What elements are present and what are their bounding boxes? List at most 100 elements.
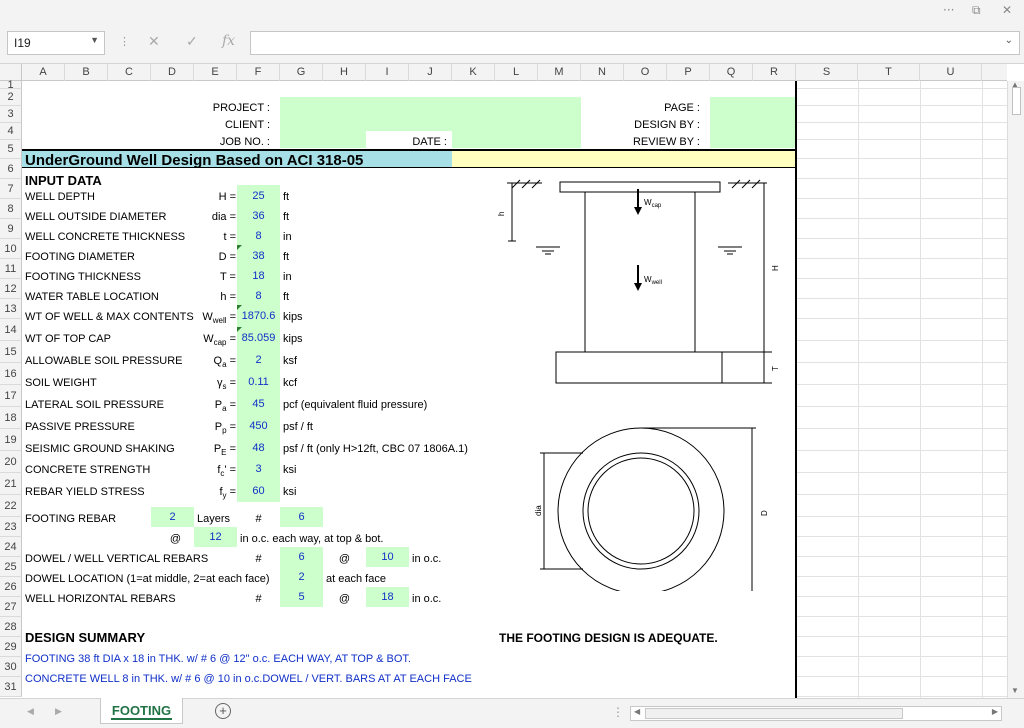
row-header[interactable]: 31 — [0, 677, 22, 697]
input-value[interactable]: 60 — [237, 480, 280, 502]
row-header[interactable]: 13 — [0, 299, 22, 319]
column-header[interactable]: B — [65, 64, 108, 81]
page-design-review-input[interactable] — [710, 97, 795, 148]
close-icon[interactable]: ✕ — [1002, 3, 1013, 17]
input-value[interactable]: 38 — [237, 245, 280, 267]
chevron-down-icon[interactable]: ▼ — [90, 35, 99, 45]
row-header[interactable]: 23 — [0, 517, 22, 537]
row-header[interactable]: 20 — [0, 451, 22, 473]
column-header[interactable]: T — [858, 64, 920, 81]
row-header[interactable]: 8 — [0, 199, 22, 219]
prev-sheet-icon[interactable]: ◀ — [27, 706, 34, 716]
restore-icon[interactable]: ⧉ — [972, 3, 981, 17]
input-value[interactable]: 2 — [237, 349, 280, 371]
column-header[interactable]: K — [452, 64, 495, 81]
column-header[interactable]: F — [237, 64, 280, 81]
column-header[interactable]: P — [667, 64, 710, 81]
project-client-input[interactable] — [280, 97, 581, 131]
input-value[interactable]: 45 — [237, 393, 280, 415]
worksheet-grid[interactable]: PROJECT : CLIENT : JOB NO. : DATE : PAGE… — [22, 81, 1007, 698]
cancel-icon[interactable]: ✕ — [148, 33, 160, 49]
row-header[interactable]: 4 — [0, 123, 22, 140]
input-value[interactable]: 36 — [237, 205, 280, 227]
column-header[interactable]: O — [624, 64, 667, 81]
column-header[interactable]: C — [108, 64, 151, 81]
input-value[interactable]: 18 — [237, 265, 280, 287]
column-header[interactable]: J — [409, 64, 452, 81]
row-header[interactable]: 5 — [0, 140, 22, 159]
row-header[interactable]: 27 — [0, 597, 22, 617]
footing-rebar-spacing[interactable]: 12 — [194, 527, 237, 547]
row-header[interactable]: 12 — [0, 279, 22, 299]
add-sheet-icon[interactable]: + — [215, 703, 231, 719]
row-header[interactable]: 28 — [0, 617, 22, 637]
column-header[interactable]: U — [920, 64, 982, 81]
scroll-left-icon[interactable]: ◀ — [634, 707, 641, 716]
row-header[interactable]: 25 — [0, 557, 22, 577]
column-header[interactable]: R — [753, 64, 796, 81]
row-header[interactable]: 30 — [0, 657, 22, 677]
row-header[interactable]: 15 — [0, 341, 22, 363]
column-header[interactable]: N — [581, 64, 624, 81]
footing-rebar-layers[interactable]: 2 — [151, 507, 194, 527]
vertical-scroll-thumb[interactable] — [1012, 87, 1021, 115]
row-header[interactable]: 26 — [0, 577, 22, 597]
next-sheet-icon[interactable]: ▶ — [55, 706, 62, 716]
column-header[interactable]: S — [796, 64, 858, 81]
row-header[interactable]: 19 — [0, 429, 22, 451]
input-value[interactable]: 85.059 — [237, 327, 280, 349]
row-header[interactable]: 18 — [0, 407, 22, 429]
expand-formula-icon[interactable]: ⌄ — [1004, 35, 1013, 46]
row-header[interactable]: 2 — [0, 89, 22, 106]
horizontal-scroll-thumb[interactable] — [645, 708, 903, 719]
row-header[interactable]: 21 — [0, 473, 22, 495]
input-value[interactable]: 8 — [237, 225, 280, 247]
horizontal-scrollbar[interactable]: ◀ ▶ — [630, 706, 1002, 721]
input-value[interactable]: 3 — [237, 458, 280, 480]
vertical-scrollbar[interactable]: ▲ ▼ — [1007, 80, 1024, 698]
name-box[interactable]: I19 ▼ — [7, 31, 105, 55]
scroll-up-icon[interactable]: ▲ — [1011, 80, 1019, 89]
jobno-input[interactable] — [280, 131, 366, 148]
ellipsis-icon[interactable]: ··· — [943, 3, 955, 17]
dowel-bar-no[interactable]: 6 — [280, 547, 323, 567]
row-header[interactable]: 11 — [0, 259, 22, 279]
select-all-corner[interactable] — [0, 64, 22, 81]
row-header[interactable]: 17 — [0, 385, 22, 407]
row-header[interactable]: 10 — [0, 239, 22, 259]
input-value[interactable]: 25 — [237, 185, 280, 207]
row-header[interactable]: 7 — [0, 179, 22, 199]
column-header[interactable]: A — [22, 64, 65, 81]
date-input[interactable] — [452, 131, 581, 148]
footing-rebar-bar-no[interactable]: 6 — [280, 507, 323, 527]
function-icon[interactable]: fx — [222, 33, 236, 49]
scroll-right-icon[interactable]: ▶ — [991, 707, 998, 716]
row-header[interactable]: 3 — [0, 106, 22, 123]
column-header[interactable]: I — [366, 64, 409, 81]
dowel-location-value[interactable]: 2 — [280, 567, 323, 587]
split-handle-icon[interactable]: ⋮ — [612, 705, 624, 719]
input-value[interactable]: 48 — [237, 437, 280, 459]
row-header[interactable]: 22 — [0, 495, 22, 517]
column-header[interactable]: L — [495, 64, 538, 81]
input-value[interactable]: 1870.6 — [237, 305, 280, 327]
column-header[interactable]: H — [323, 64, 366, 81]
enter-icon[interactable]: ✓ — [186, 33, 198, 49]
column-header[interactable]: Q — [710, 64, 753, 81]
dowel-spacing[interactable]: 10 — [366, 547, 409, 567]
row-header[interactable]: 29 — [0, 637, 22, 657]
input-value[interactable]: 8 — [237, 285, 280, 307]
row-header[interactable]: 14 — [0, 319, 22, 341]
sheet-tab-footing[interactable]: FOOTING — [100, 698, 183, 724]
input-value[interactable]: 0.11 — [237, 371, 280, 393]
row-header[interactable]: 6 — [0, 159, 22, 179]
formula-input[interactable]: ⌄ — [250, 31, 1020, 55]
column-header[interactable]: G — [280, 64, 323, 81]
input-value[interactable]: 450 — [237, 415, 280, 437]
column-header[interactable]: D — [151, 64, 194, 81]
row-header[interactable]: 24 — [0, 537, 22, 557]
row-header[interactable]: 9 — [0, 219, 22, 239]
row-header[interactable]: 1 — [0, 80, 22, 91]
horiz-bar-no[interactable]: 5 — [280, 587, 323, 607]
row-header[interactable]: 16 — [0, 363, 22, 385]
